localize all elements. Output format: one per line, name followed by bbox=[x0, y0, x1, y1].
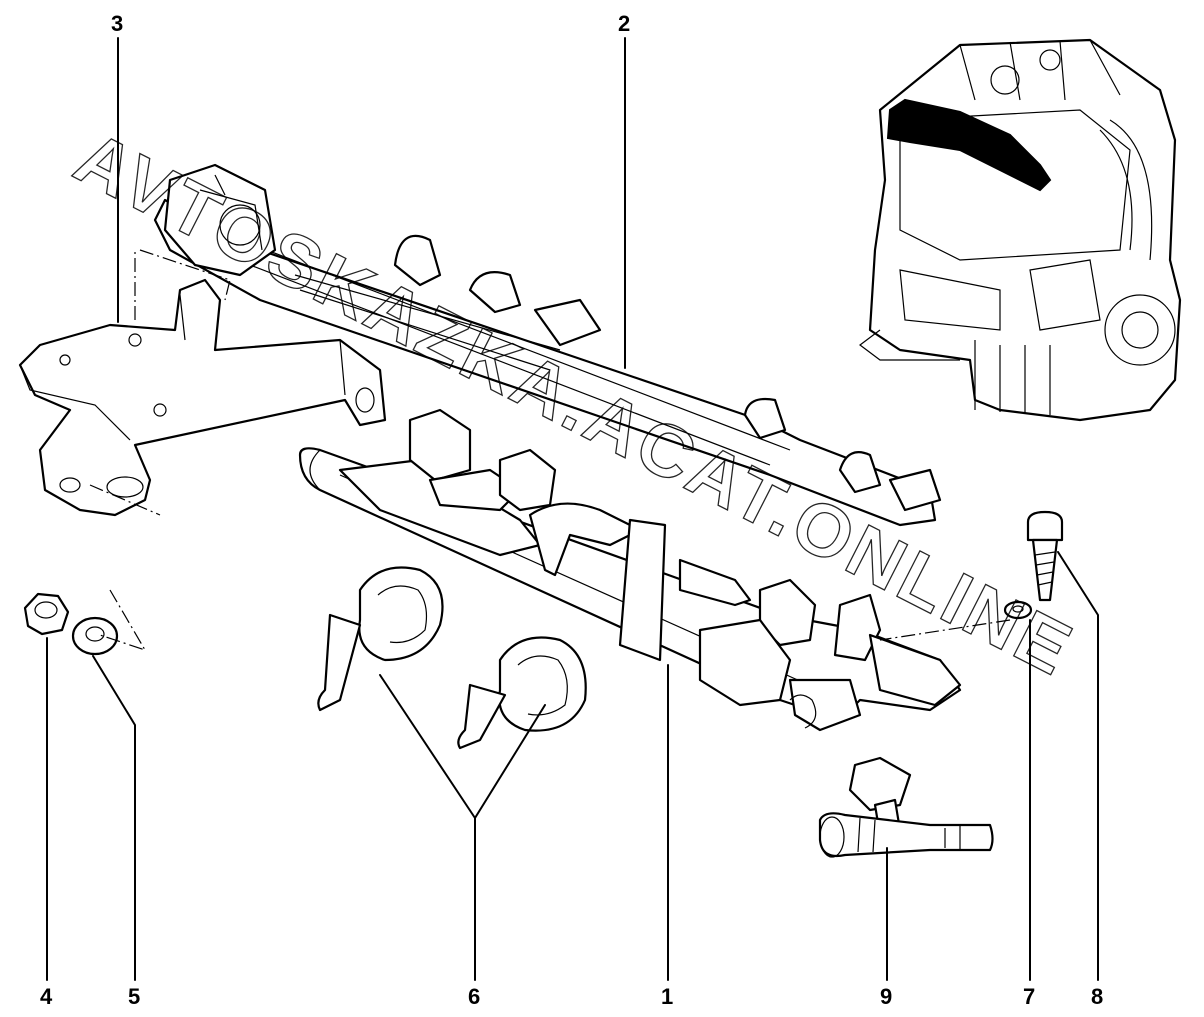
clip-part-6-right bbox=[457, 636, 587, 750]
leader-lines bbox=[46, 37, 1099, 981]
bracket-part-3 bbox=[18, 249, 387, 517]
nut-part-4 bbox=[23, 592, 70, 636]
callout-8: 8 bbox=[1091, 984, 1103, 1009]
fuel-rail-part-1 bbox=[298, 408, 962, 732]
washer-part-5 bbox=[71, 589, 147, 656]
callout-1: 1 bbox=[661, 984, 673, 1009]
injector-part-9 bbox=[818, 756, 994, 858]
highlighted-fuel-rail bbox=[886, 98, 1052, 192]
washer-part-7 bbox=[879, 600, 1033, 641]
callout-9: 9 bbox=[880, 984, 892, 1009]
callout-2: 2 bbox=[618, 11, 630, 36]
callout-labels: 3 2 4 5 6 1 9 7 8 bbox=[40, 11, 1103, 1009]
bolt-part-8 bbox=[1026, 510, 1064, 602]
callout-4: 4 bbox=[40, 984, 53, 1009]
engine-thumbnail bbox=[859, 38, 1182, 422]
leader-line-5 bbox=[92, 655, 136, 981]
callout-3: 3 bbox=[111, 11, 123, 36]
rail-clamp bbox=[618, 518, 667, 662]
wiring-harness-part-2 bbox=[153, 163, 942, 527]
callout-5: 5 bbox=[128, 984, 140, 1009]
callout-7: 7 bbox=[1023, 984, 1035, 1009]
clip-part-6-left bbox=[317, 566, 444, 712]
callout-6: 6 bbox=[468, 984, 480, 1009]
leader-line-8 bbox=[1057, 551, 1099, 981]
